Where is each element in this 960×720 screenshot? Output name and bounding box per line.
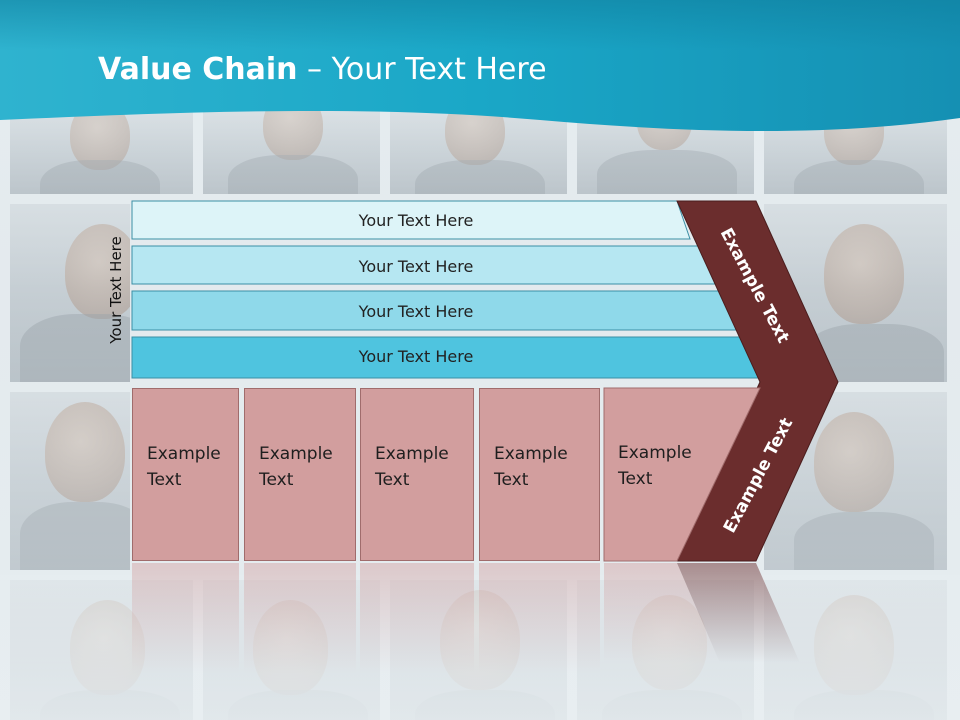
support-bar-3: Your Text Here [131, 290, 739, 331]
support-bar-3-label: Your Text Here [358, 302, 474, 321]
primary-box-2: Example Text [244, 388, 356, 561]
primary-box-4-label: Example Text [494, 444, 568, 490]
primary-box-1: Example Text [132, 388, 239, 561]
support-bar-2: Your Text Here [131, 245, 716, 285]
title-rest: – Your Text Here [297, 52, 547, 87]
support-bar-2-label: Your Text Here [358, 257, 474, 276]
support-bar-1: Your Text Here [131, 200, 691, 240]
primary-box-3-label: Example Text [375, 444, 449, 490]
support-bar-1-label: Your Text Here [358, 211, 474, 230]
primary-box-2-label: Example Text [259, 444, 333, 490]
support-bar-4: Your Text Here [131, 336, 764, 379]
primary-box-5-shape [603, 387, 761, 562]
primary-box-5: Example Text [604, 388, 692, 561]
support-bar-4-label: Your Text Here [358, 347, 474, 366]
primary-box-5-label: Example Text [618, 443, 692, 489]
slide-title: Value Chain – Your Text Here [98, 52, 547, 87]
primary-box-1-label: Example Text [147, 444, 221, 490]
header-wave [0, 0, 960, 132]
title-bold: Value Chain [98, 52, 298, 87]
primary-box-3: Example Text [360, 388, 474, 561]
primary-box-4: Example Text [479, 388, 600, 561]
header-banner: Value Chain – Your Text Here [0, 0, 960, 140]
